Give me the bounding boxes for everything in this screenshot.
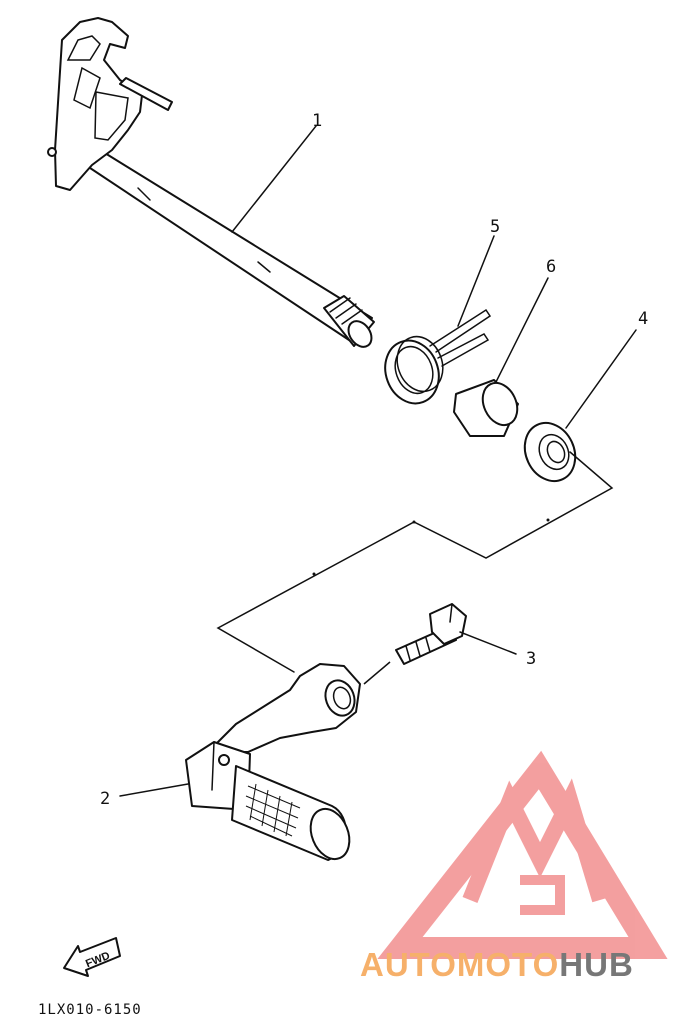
leader-line-3 (459, 631, 517, 655)
spring-part (384, 308, 492, 405)
callout-1: 1 (312, 111, 322, 131)
callout-3: 3 (526, 649, 536, 669)
peg-knurling (245, 783, 301, 837)
watermark-text: AUTOMOTOHUB (360, 946, 634, 983)
callout-5: 5 (490, 217, 500, 237)
assembly-reference-line (216, 451, 614, 673)
shift-shaft-part (47, 17, 375, 348)
callout-6: 6 (546, 257, 556, 277)
leader-line-5 (457, 235, 495, 327)
fwd-arrow-icon: FWD (63, 937, 121, 977)
watermark-logo (377, 750, 668, 959)
leader-line-2 (119, 783, 189, 797)
leader-line-6 (495, 277, 549, 383)
leader-line-4 (565, 329, 637, 429)
bolt-part (363, 603, 467, 685)
oil-seal-part (523, 421, 577, 483)
callout-4: 4 (638, 309, 648, 329)
drawing-code: 1LX010-6150 (38, 1002, 142, 1018)
callout-2: 2 (100, 789, 110, 809)
shift-pedal-part (185, 663, 361, 861)
collar-part (453, 379, 519, 437)
leader-line-1 (231, 125, 317, 233)
